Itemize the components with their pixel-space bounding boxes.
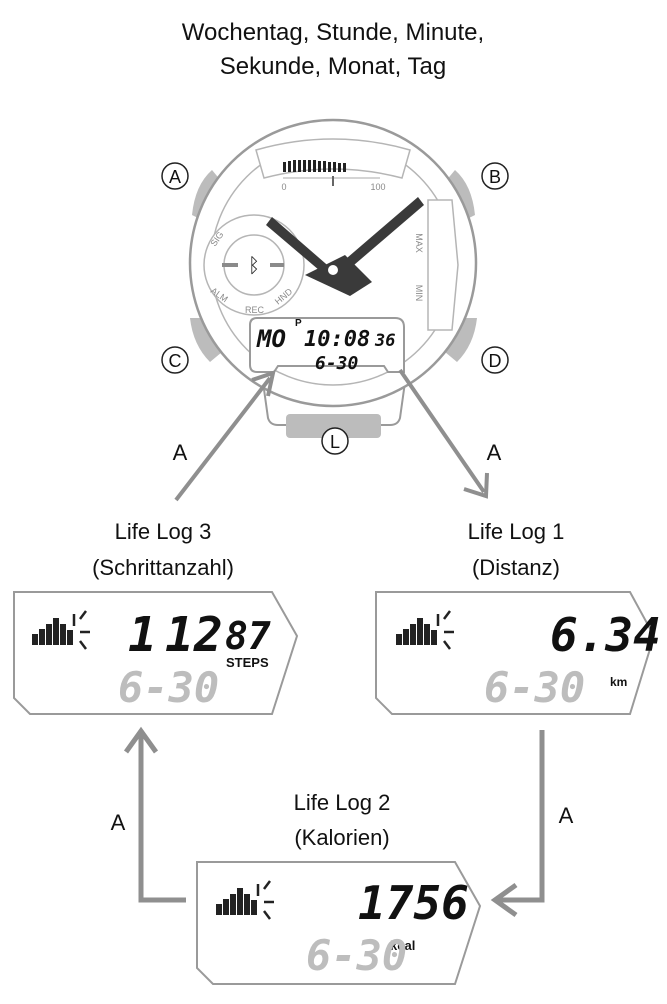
arrow-label-a-right: A: [487, 440, 502, 465]
button-label-l: L: [321, 427, 349, 455]
log1-subtitle: (Distanz): [472, 555, 560, 580]
button-c-shape: [190, 318, 222, 362]
log1-unit: km: [610, 675, 627, 689]
log3-digit-c: 87: [225, 614, 271, 658]
svg-text:C: C: [169, 351, 182, 371]
log3-subtitle: (Schrittanzahl): [92, 555, 234, 580]
button-label-c: C: [161, 346, 189, 374]
log2-value: 1756: [358, 876, 469, 930]
svg-text:D: D: [489, 351, 502, 371]
side-window: [427, 199, 459, 331]
activity-graph-icon: [216, 880, 274, 920]
side-label-min: MIN: [414, 285, 424, 302]
bluetooth-icon: ᛒ: [248, 255, 260, 277]
log2-screen: 1756 kcal 6-30: [196, 861, 482, 985]
minute-hand: [333, 197, 424, 277]
header-line-2: Sekunde, Monat, Tag: [220, 53, 446, 80]
activity-graph-icon: [396, 610, 454, 650]
button-label-d: D: [481, 346, 509, 374]
arrow-label-a-bottom-right: A: [559, 803, 574, 828]
header-line-1: Wochentag, Stunde, Minute,: [182, 19, 484, 46]
hand-counterweight: [305, 255, 372, 296]
log3-digit-a: 1: [128, 607, 157, 663]
arrow-log1-to-log2: [490, 730, 545, 918]
watch-illustration: 0 100 MAX MIN ᛒ SIG ALM REC HND MO P 10:…: [161, 118, 509, 455]
arrow-to-log1: [398, 368, 489, 499]
gauge-max-label: 100: [370, 182, 385, 192]
log2-unit: kcal: [390, 938, 415, 953]
log2-subtitle: (Kalorien): [294, 825, 389, 850]
arrow-label-a-bottom-left: A: [111, 810, 126, 835]
svg-text:L: L: [330, 432, 340, 452]
arrow-to-watch: [174, 369, 276, 502]
lcd-seconds: 36: [374, 331, 395, 351]
hand-pivot: [328, 265, 338, 275]
hour-hand: [266, 217, 333, 276]
watch-lcd: [249, 317, 405, 373]
lcd-date: 6-30: [315, 353, 359, 374]
gauge-min-label: 0: [281, 182, 286, 192]
button-label-a: A: [161, 162, 189, 190]
lcd-weekday: MO: [256, 325, 286, 353]
log3-unit: STEPS: [226, 655, 269, 670]
log1-title: Life Log 1: [468, 519, 565, 544]
gauge-bars: [283, 160, 346, 172]
log1-date: 6-30: [484, 663, 585, 712]
svg-text:A: A: [169, 167, 181, 187]
arrow-label-a-left: A: [173, 440, 188, 465]
button-d-shape: [445, 318, 477, 362]
log3-date: 6-30: [118, 663, 219, 712]
ring-label-rec: REC: [245, 305, 265, 315]
log3-screen: 1 12 87 STEPS 6-30: [13, 591, 299, 715]
log3-title: Life Log 3: [115, 519, 212, 544]
log1-value: 6.34: [550, 608, 661, 662]
arrow-log2-to-log3: [123, 726, 186, 903]
activity-graph-icon: [32, 610, 90, 650]
button-label-b: B: [481, 162, 509, 190]
log3-digit-b: 12: [165, 607, 223, 663]
log1-screen: 6.34 km 6-30: [375, 591, 661, 715]
button-l-shape: [286, 414, 381, 438]
log2-date: 6-30: [306, 931, 407, 980]
lcd-pm-indicator: P: [295, 318, 302, 329]
lcd-time: 10:08: [304, 327, 370, 352]
side-label-max: MAX: [414, 233, 424, 253]
svg-text:B: B: [489, 167, 501, 187]
log2-title: Life Log 2: [294, 790, 391, 815]
